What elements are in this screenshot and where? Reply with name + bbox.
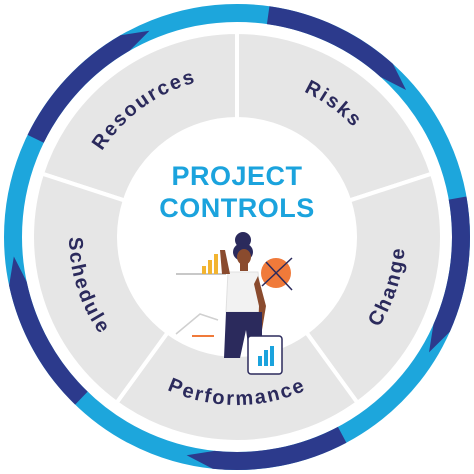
ring-arrow: [27, 30, 150, 143]
title-line-1: PROJECT: [171, 161, 302, 191]
ring-arrows: [9, 6, 470, 470]
ring-arrow: [429, 196, 470, 353]
clipboard-chart-icon: [247, 335, 283, 375]
ring-arrow: [266, 6, 407, 91]
bar-chart-icon: [176, 254, 226, 275]
segment-ring: [30, 29, 444, 444]
outer-ring: [4, 4, 470, 470]
ring-arrow: [9, 256, 88, 405]
title-line-2: CONTROLS: [159, 193, 315, 223]
decorative-line: [175, 313, 219, 335]
person-figure: [220, 232, 266, 358]
figure-illustration: [175, 232, 293, 375]
ring-arrow: [186, 426, 347, 470]
target-icon: [261, 257, 293, 291]
